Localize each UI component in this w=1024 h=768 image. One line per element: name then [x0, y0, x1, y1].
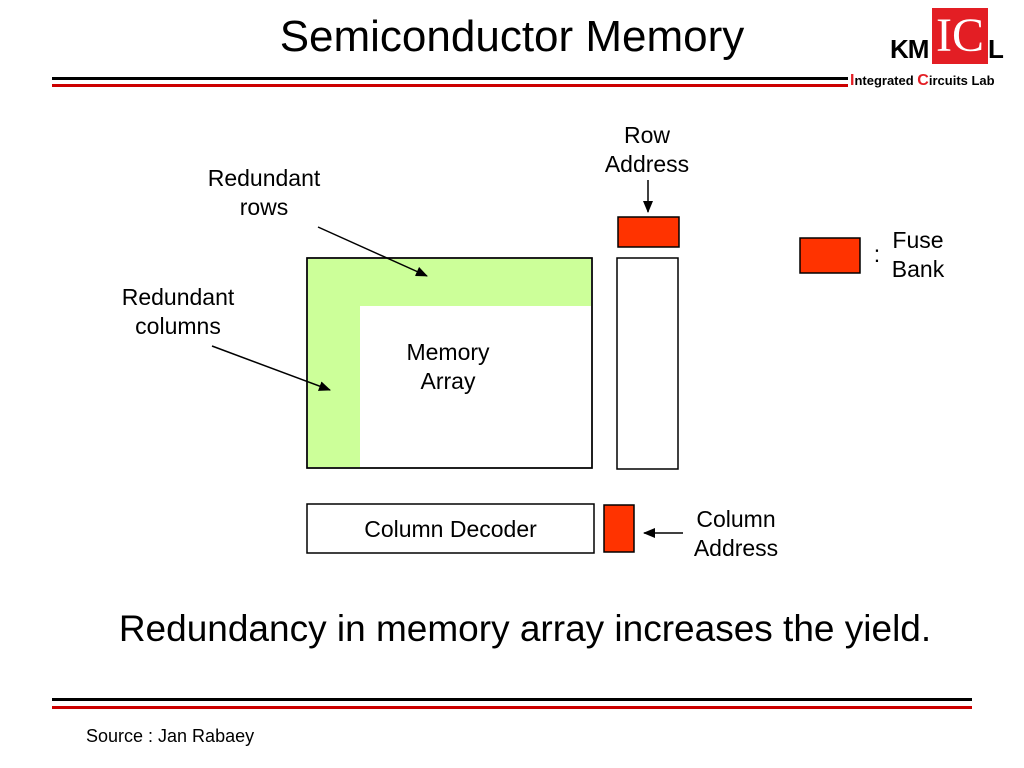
header-rule-red [52, 84, 848, 87]
redundant-rows-label: Redundant rows [207, 165, 321, 220]
fuse-bank-swatch [799, 237, 861, 274]
source-citation: Source : Jan Rabaey [86, 726, 255, 746]
slide-statement: Redundancy in memory array increases the… [118, 608, 932, 649]
logo-km: KM [890, 34, 929, 64]
column-address-label: Column Address [693, 506, 779, 561]
row-decoder-box [616, 257, 679, 470]
footer-rule-red [52, 706, 972, 709]
logo-tagline-ircuits: ircuits Lab [928, 73, 995, 88]
redundant-columns-arrow [211, 345, 331, 391]
logo-ic-block: IC [932, 8, 988, 64]
slide-title: Semiconductor Memory [279, 12, 745, 61]
kmicl-logo: KM IC L Integrated Circuits Lab [846, 8, 1016, 94]
column-decoder-label: Column Decoder [364, 516, 537, 542]
logo-tagline-ntegrated: ntegrated [854, 73, 918, 88]
memory-array-label: Memory Array [406, 339, 490, 394]
row-fuse-block [617, 216, 680, 248]
footer-rule-dark [52, 698, 972, 701]
logo-ic: IC [936, 9, 984, 62]
logo-tagline: Integrated Circuits Lab [850, 72, 995, 90]
redundant-columns-region [308, 259, 360, 467]
memory-array-outline [306, 257, 593, 469]
logo-tagline-i: I [850, 72, 855, 89]
redundant-columns-label: Redundant columns [121, 284, 235, 339]
row-address-label: Row Address [604, 122, 690, 177]
header-rule-dark [52, 77, 848, 80]
fuse-bank-label: Fuse Bank [891, 227, 945, 282]
logo-l: L [988, 34, 1004, 64]
logo-tagline-c: C [917, 72, 929, 89]
redundant-rows-arrow [317, 226, 428, 277]
fuse-bank-separator: : [873, 241, 881, 267]
column-fuse-block [603, 504, 635, 553]
column-decoder-box [306, 503, 595, 554]
